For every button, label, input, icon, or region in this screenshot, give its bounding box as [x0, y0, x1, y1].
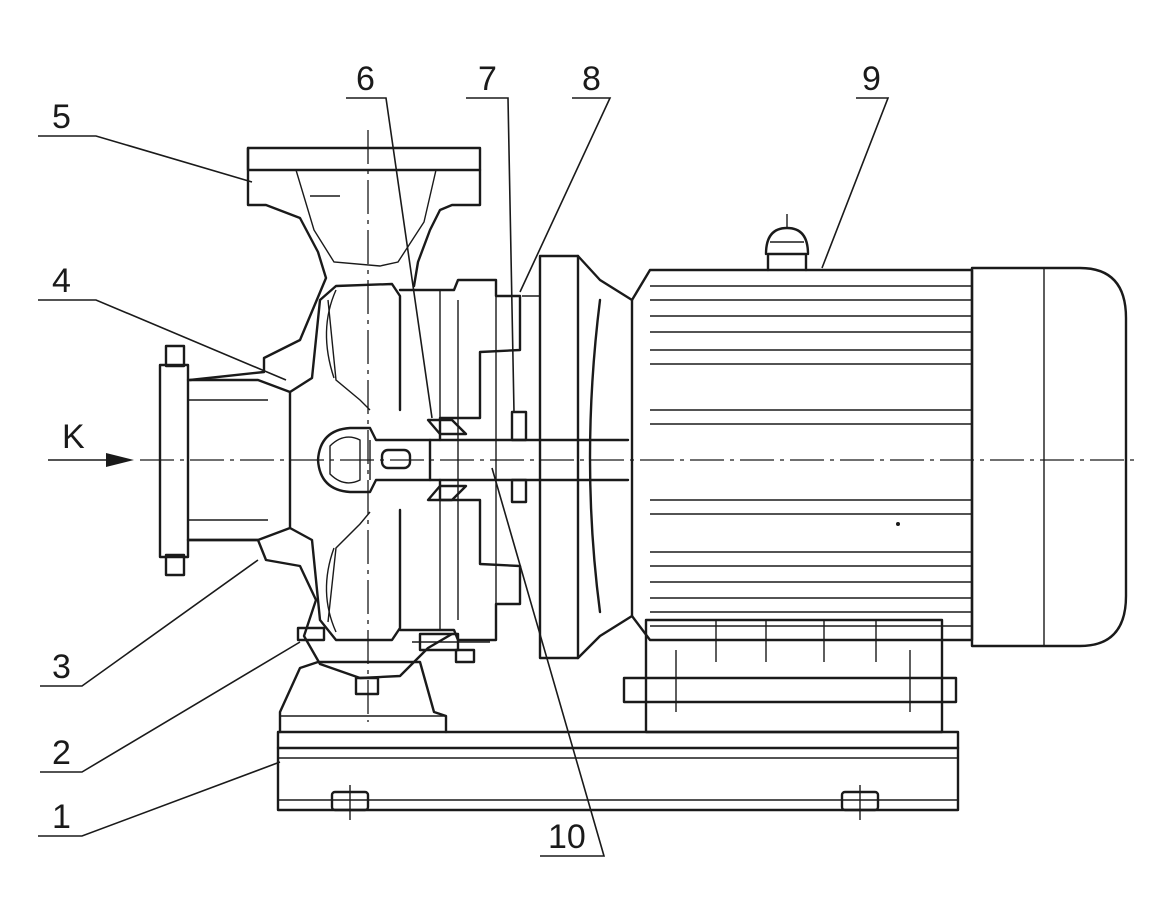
callout-4: 4 — [52, 262, 71, 300]
centerlines — [140, 130, 1140, 722]
pump-cover — [398, 278, 522, 664]
base-plate — [276, 730, 960, 820]
callout-6: 6 — [356, 60, 375, 98]
callout-labels: 5 4 3 2 1 6 7 8 9 10 — [52, 60, 881, 856]
callout-2: 2 — [52, 734, 71, 772]
inlet-label: K — [62, 418, 85, 456]
shaft — [428, 296, 630, 604]
motor-support — [622, 618, 958, 734]
callout-8: 8 — [582, 60, 601, 98]
inlet-arrow: K — [48, 418, 134, 467]
callout-1: 1 — [52, 798, 71, 836]
pump-support — [278, 660, 448, 734]
callout-leaders — [38, 97, 890, 857]
motor-dot — [896, 522, 900, 526]
fan-cover — [970, 266, 1128, 648]
callout-10: 10 — [548, 818, 586, 856]
callout-9: 9 — [862, 60, 881, 98]
motor-flange — [522, 254, 634, 660]
callout-7: 7 — [478, 60, 497, 98]
callout-3: 3 — [52, 648, 71, 686]
motor-body — [630, 214, 974, 642]
callout-5: 5 — [52, 98, 71, 136]
arrow-head-icon — [106, 453, 134, 467]
